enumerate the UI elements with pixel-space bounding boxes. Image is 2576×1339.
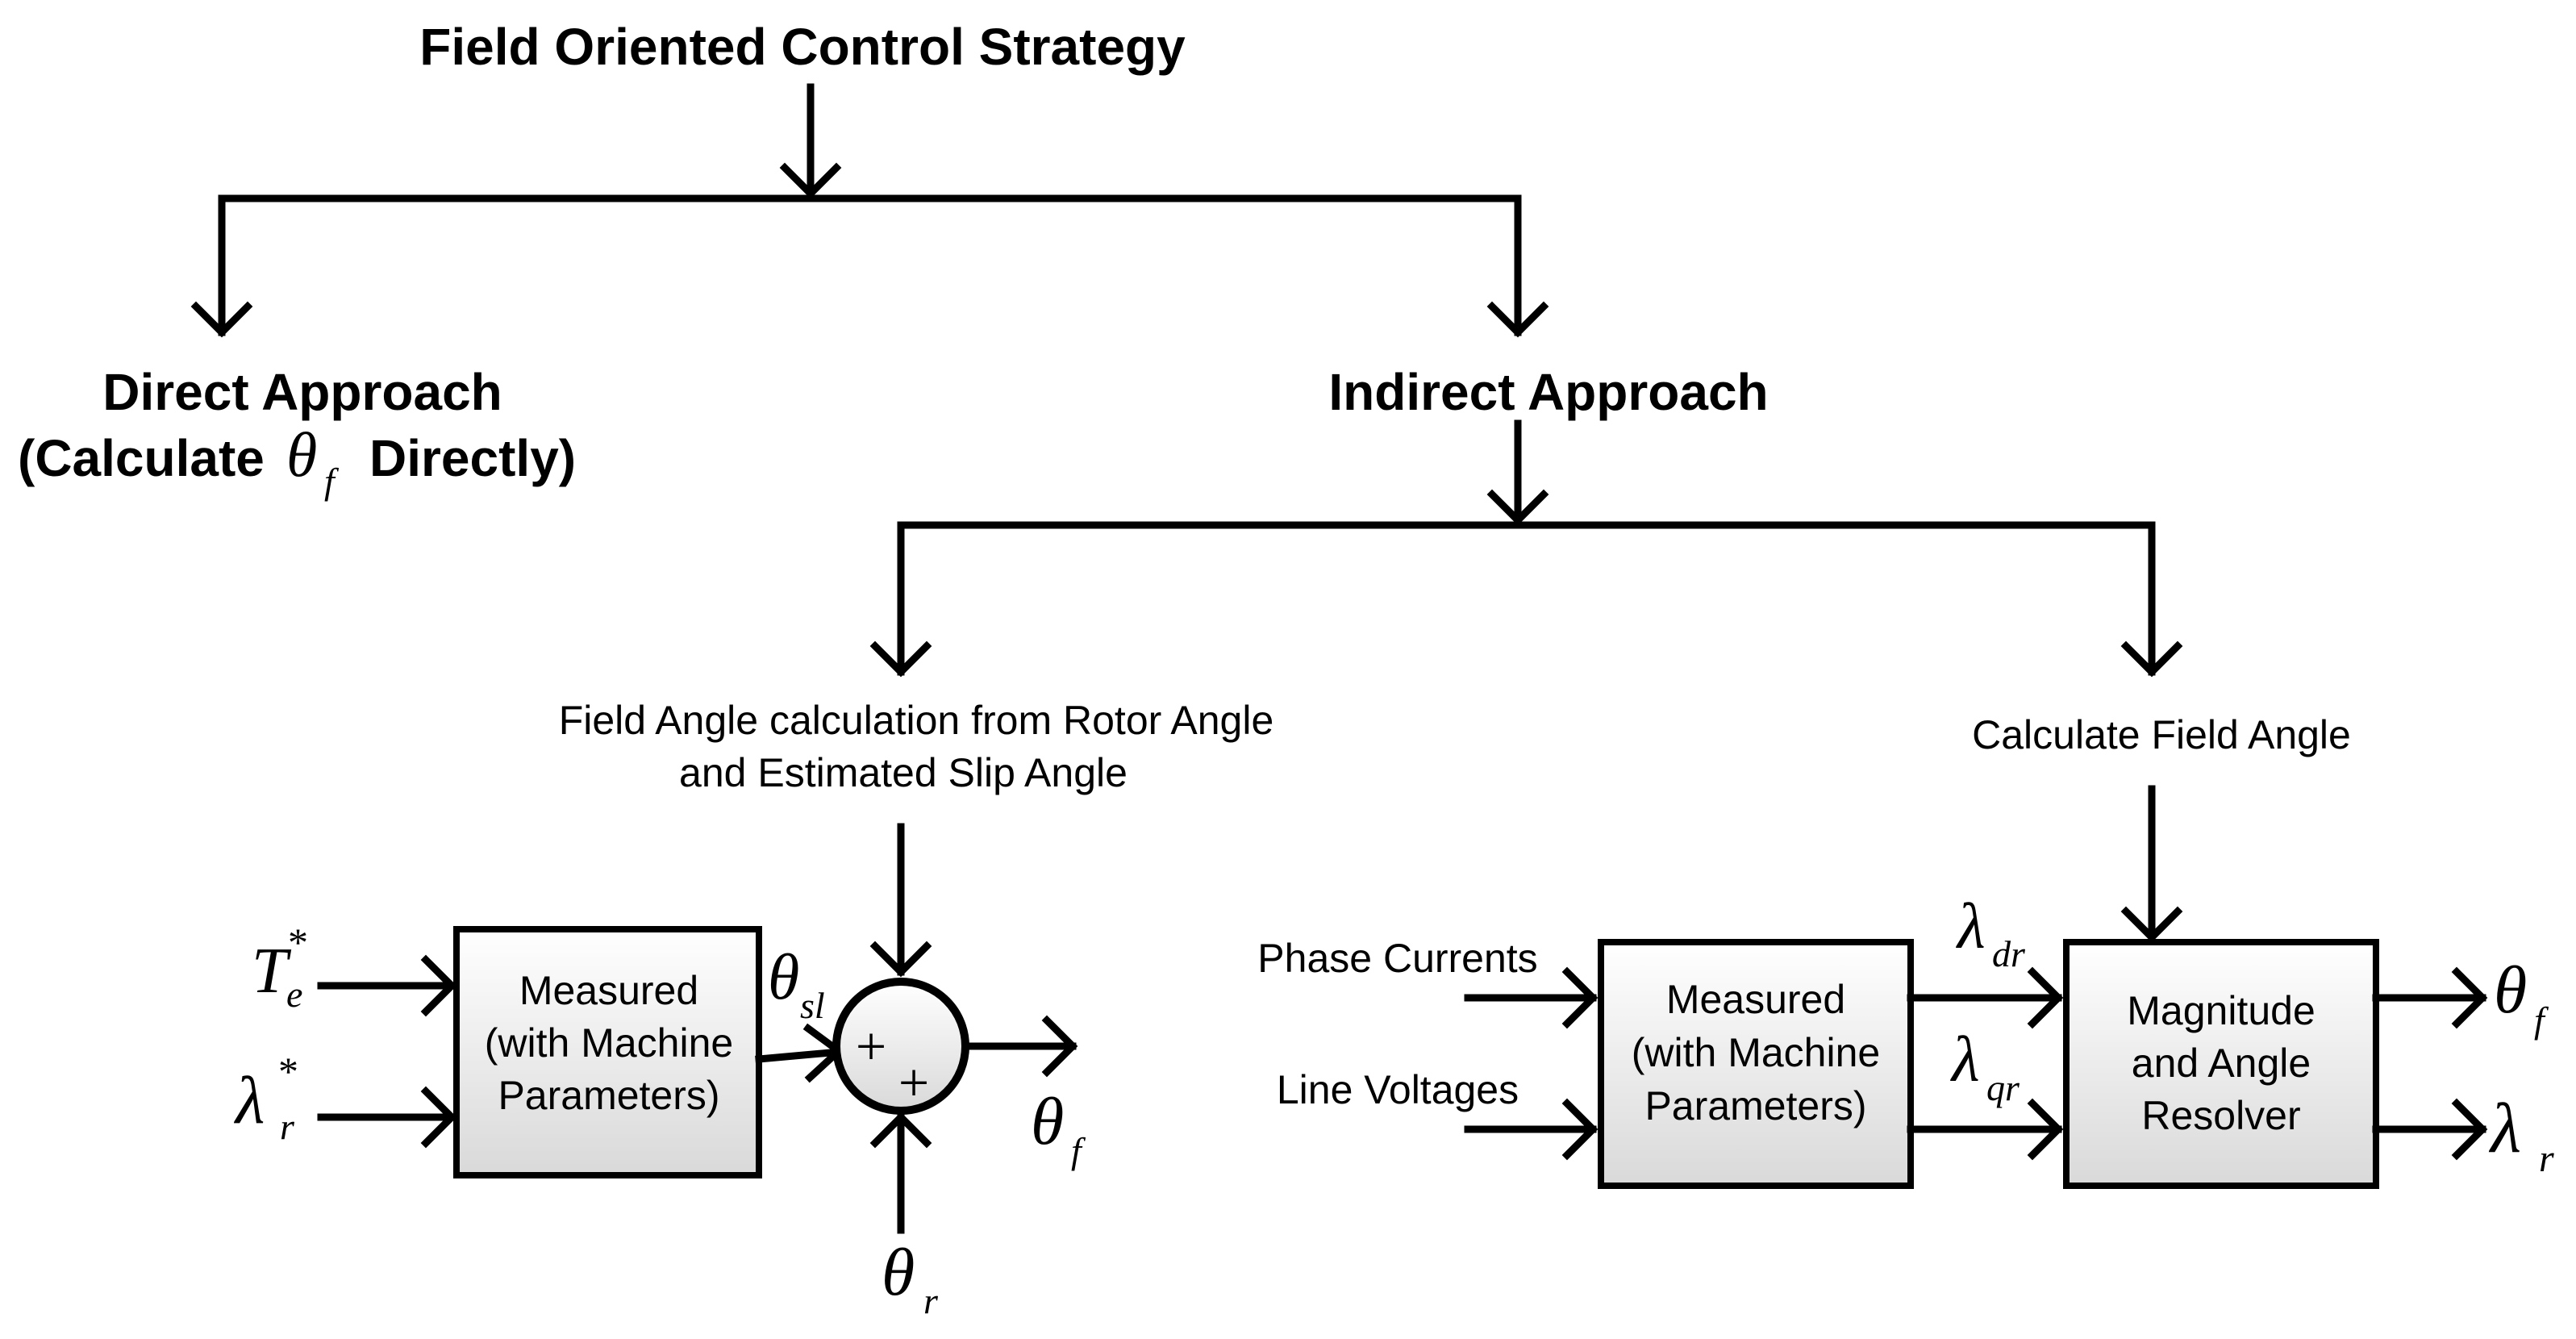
d-flux-sub: dr xyxy=(1992,933,2026,974)
direct-theta-symbol: θ xyxy=(286,419,317,490)
rotor-angle-symbol: θ xyxy=(882,1235,915,1310)
slip-angle-sub: sl xyxy=(800,985,825,1026)
torque-reference-input: T e * xyxy=(252,920,457,1017)
d-flux-symbol: λ xyxy=(1956,891,1986,962)
d-axis-flux-signal: λ dr xyxy=(1907,891,2064,1029)
q-flux-sub: qr xyxy=(1986,1067,2020,1108)
torque-ref-sub: e xyxy=(286,974,302,1015)
line-voltages-label: Line Voltages xyxy=(1277,1067,1519,1112)
right-theta-symbol: θ xyxy=(2494,953,2527,1028)
flux-estimator-box: Measured (with Machine Parameters) xyxy=(1598,939,1914,1189)
direct-note-suffix: Directly) xyxy=(369,429,576,487)
sum-plus-2: + xyxy=(898,1052,929,1113)
slip-estimator-box: Measured (with Machine Parameters) xyxy=(453,926,762,1178)
left-branch-caption-line2: and Estimated Slip Angle xyxy=(679,750,1128,795)
diagram-title: Field Oriented Control Strategy xyxy=(419,18,1186,76)
resolver-line1: Magnitude xyxy=(2127,988,2315,1033)
flux-ref-sup: * xyxy=(278,1049,298,1094)
right-theta-sub: f xyxy=(2534,999,2549,1041)
resolver-line3: Resolver xyxy=(2141,1093,2300,1138)
left-output-symbol: θ xyxy=(1031,1084,1064,1159)
direct-theta-sub: f xyxy=(324,461,340,502)
indirect-split-connector xyxy=(869,521,2183,678)
summing-junction: + + xyxy=(832,978,969,1115)
direct-approach-title: Direct Approach xyxy=(102,363,502,421)
indirect-approach-title: Indirect Approach xyxy=(1328,363,1768,421)
torque-ref-symbol: T xyxy=(252,936,292,1007)
resolver-box: Magnitude and Angle Resolver xyxy=(2063,939,2379,1189)
slip-box-line2: (with Machine xyxy=(485,1020,733,1066)
caption-to-sum-arrow xyxy=(869,823,932,978)
flux-magnitude-output: λ r xyxy=(2372,1090,2554,1180)
flux-box-line2: (with Machine xyxy=(1632,1030,1880,1075)
left-branch-caption-line1: Field Angle calculation from Rotor Angle xyxy=(559,698,1274,743)
right-flux-symbol: λ xyxy=(2488,1090,2521,1168)
right-branch-caption: Calculate Field Angle xyxy=(1972,712,2351,757)
direct-approach-label: Direct Approach (Calculate θ f Directly) xyxy=(18,363,576,502)
slip-angle-symbol: θ xyxy=(768,942,799,1013)
sum-plus-1: + xyxy=(856,1016,886,1077)
flux-box-line1: Measured xyxy=(1666,977,1845,1022)
torque-ref-sup: * xyxy=(288,920,308,965)
slip-box-line3: Parameters) xyxy=(498,1073,719,1118)
direct-approach-note: (Calculate xyxy=(18,429,265,487)
caption-to-resolver-arrow xyxy=(2120,785,2183,943)
flux-ref-sub: r xyxy=(280,1106,295,1147)
slip-box-line1: Measured xyxy=(519,968,698,1013)
field-angle-output-left: θ f xyxy=(964,1015,1086,1171)
top-split-connector xyxy=(190,194,1549,338)
rotor-angle-sub: r xyxy=(923,1280,939,1321)
flux-ref-symbol: λ xyxy=(233,1063,265,1138)
title-arrow xyxy=(779,83,842,199)
flux-box-line3: Parameters) xyxy=(1644,1083,1866,1128)
indirect-arrow xyxy=(1486,419,1549,526)
resolver-line2: and Angle xyxy=(2132,1041,2311,1086)
line-voltages-arrow xyxy=(1464,1098,1599,1161)
flux-reference-input: λ r * xyxy=(233,1049,457,1149)
direct-note-prefix: (Calculate xyxy=(18,429,265,487)
q-axis-flux-signal: λ qr xyxy=(1907,1024,2064,1161)
right-flux-sub: r xyxy=(2539,1137,2554,1180)
slip-angle-signal: θ sl xyxy=(755,942,845,1083)
phase-currents-arrow xyxy=(1464,966,1599,1029)
q-flux-symbol: λ xyxy=(1950,1024,1980,1095)
rotor-angle-input: θ r xyxy=(869,1112,939,1321)
left-output-sub: f xyxy=(1071,1130,1086,1171)
phase-currents-label: Phase Currents xyxy=(1257,936,1537,981)
field-angle-output-right: θ f xyxy=(2372,953,2549,1041)
